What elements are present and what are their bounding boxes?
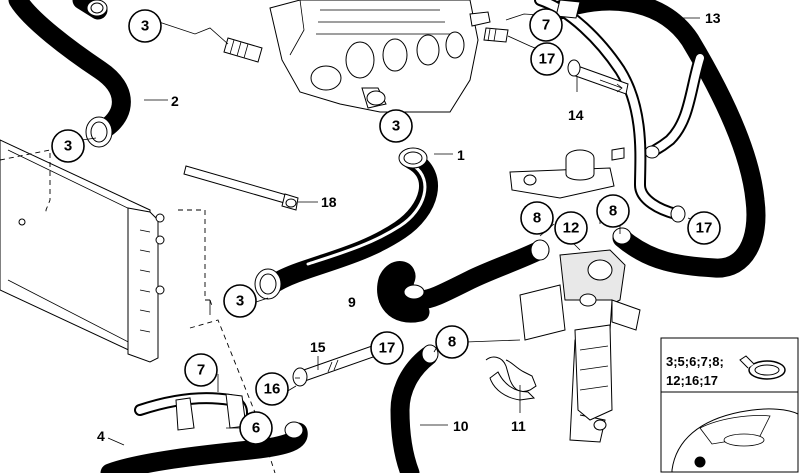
callout-16-text: 16 [264, 381, 281, 398]
callout-17-c-text: 17 [379, 340, 396, 357]
callout-3-mid: 3 [379, 109, 413, 143]
legend-line-1: 3;5;6;7;8; [666, 354, 724, 369]
label-13: 13 [705, 10, 721, 26]
label-9: 9 [348, 294, 356, 310]
label-10: 10 [453, 418, 469, 434]
callout-6-text: 6 [252, 420, 260, 437]
callout-17-b: 17 [687, 211, 721, 245]
callout-12: 12 [554, 211, 588, 245]
label-14: 14 [568, 107, 584, 123]
hose-10 [390, 344, 439, 473]
callout-8-c: 8 [435, 325, 469, 359]
cable-tie-18 [183, 165, 299, 211]
hose-1 [254, 147, 438, 300]
callout-8-a: 8 [520, 201, 554, 235]
callout-17-c: 17 [370, 331, 404, 365]
hose-13 [550, 0, 766, 278]
callout-6: 6 [239, 411, 273, 445]
engine-outlet-coupling [223, 37, 263, 63]
callout-3-left: 3 [51, 129, 85, 163]
pipe-15 [292, 345, 377, 387]
engine-block [269, 0, 491, 113]
callout-7-top: 7 [529, 8, 563, 42]
callout-3-top: 3 [128, 9, 162, 43]
label-4: 4 [97, 428, 105, 444]
water-valve-assembly [519, 249, 641, 443]
radiator [0, 139, 165, 363]
hose-9 [377, 239, 550, 323]
callout-3-bottom: 3 [223, 284, 257, 318]
callout-3-top-text: 3 [141, 18, 149, 35]
label-1: 1 [457, 147, 465, 163]
expansion-valve [509, 147, 625, 199]
pipe-14 [567, 59, 629, 95]
callout-8-b: 8 [596, 194, 630, 228]
hose-4 [100, 392, 308, 473]
callout-3-bottom-text: 3 [236, 293, 244, 310]
callout-3-left-text: 3 [64, 138, 72, 155]
callout-16: 16 [255, 372, 289, 406]
callout-8-b-text: 8 [609, 203, 617, 220]
label-11: 11 [511, 418, 526, 434]
clamp-11 [485, 356, 537, 401]
engine-side-fitting [483, 27, 509, 43]
callout-3-mid-text: 3 [392, 118, 400, 135]
legend-box: 3;5;6;7;8; 12;16;17 [660, 337, 799, 473]
hose-17-upper [534, 0, 686, 223]
label-2: 2 [171, 93, 179, 109]
car-silhouette-icon [671, 408, 799, 473]
callout-7-bottom: 7 [184, 353, 218, 387]
legend-line-2: 12;16;17 [666, 373, 718, 388]
callout-12-text: 12 [563, 220, 580, 237]
callout-7-top-text: 7 [542, 17, 550, 34]
callout-7-bottom-text: 7 [197, 362, 205, 379]
callout-17-b-text: 17 [696, 220, 713, 237]
label-18: 18 [321, 194, 337, 210]
callout-17-a-text: 17 [539, 51, 556, 68]
label-15: 15 [310, 339, 326, 355]
callout-17-a: 17 [530, 42, 564, 76]
callout-8-c-text: 8 [448, 334, 456, 351]
callout-8-a-text: 8 [533, 210, 541, 227]
hose-clamp-icon [739, 355, 786, 380]
hose-2 [8, 0, 131, 148]
